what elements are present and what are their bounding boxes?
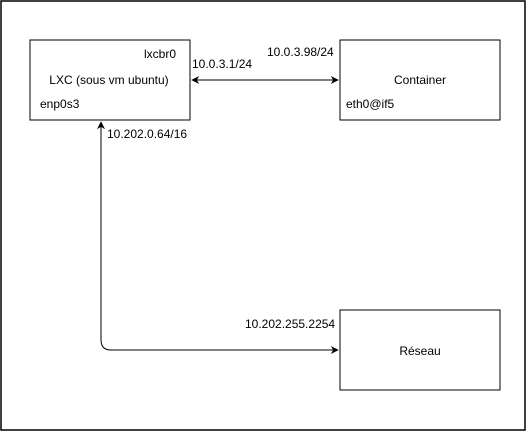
- host-network-link[interactable]: [97, 121, 339, 354]
- container-ip-label: 10.0.3.98/24: [267, 45, 334, 59]
- network-title: Réseau: [399, 344, 440, 358]
- host-bridge-label: lxcbr0: [144, 47, 176, 61]
- bridge-ip-label: 10.0.3.1/24: [192, 57, 252, 71]
- network-ip-label: 10.202.255.2254: [245, 317, 335, 331]
- container-box[interactable]: [339, 39, 501, 121]
- host-title: LXC (sous vm ubuntu): [49, 73, 168, 87]
- host-ip-label: 10.202.0.64/16: [107, 127, 187, 141]
- host-box[interactable]: [29, 39, 191, 121]
- container-title: Container: [394, 73, 446, 87]
- network-box[interactable]: [339, 309, 501, 391]
- host-nic-label: enp0s3: [40, 97, 80, 111]
- container-nic-label: eth0@if5: [346, 97, 395, 111]
